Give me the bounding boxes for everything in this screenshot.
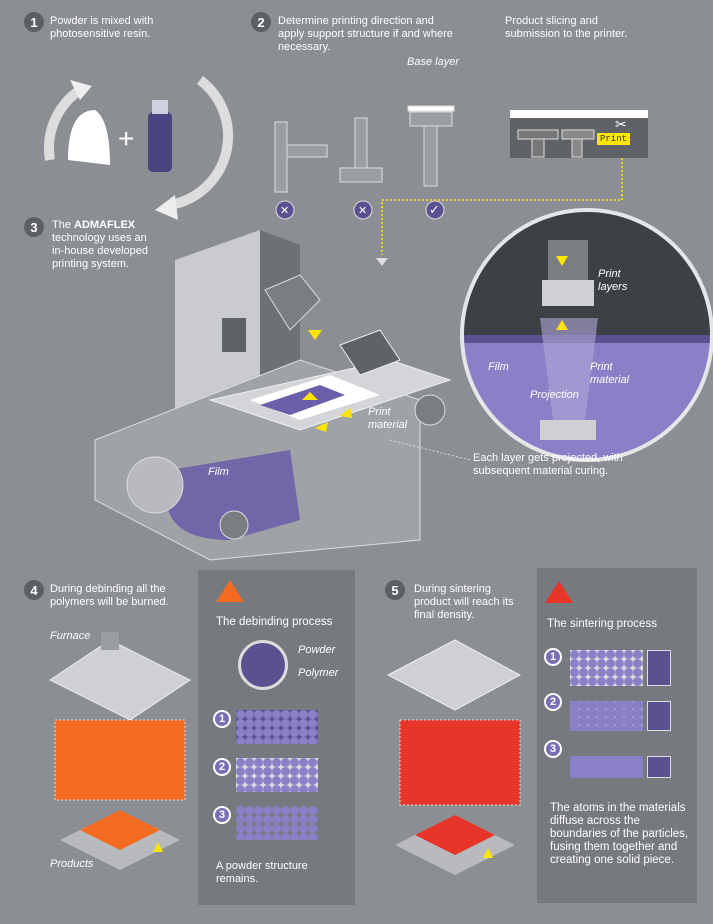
orientation-illustration: ✕ ✕ ✓ [274,105,455,220]
step-4-text: During debinding all the polymers will b… [50,583,169,608]
projection-label: Projection [530,389,579,401]
print-button[interactable]: Print [597,133,631,145]
sintering-panel: The sintering process 1 2 3 The atoms in… [537,568,697,903]
step-5-badge: 5 [385,580,405,600]
polymer-label: Polymer [298,667,339,679]
sintering-stage-3: 3 [544,740,562,758]
zoom-print-material-label: Print material [590,361,630,386]
sinter-grid-2 [570,701,643,731]
step-4-badge: 4 [24,580,44,600]
zoom-film-label: Film [488,361,509,373]
slicing-text: Product slicing and submission to the pr… [505,15,628,40]
film-label: Film [208,466,229,478]
particle-grid-2 [236,758,318,792]
powder-icon [68,110,110,165]
step-2-badge: 2 [251,12,271,32]
svg-text:✓: ✓ [429,202,440,217]
projection-zoom-view [460,208,713,462]
particle-grid-3 [236,806,318,840]
volume-bar-2 [647,701,671,731]
sintering-note: The atoms in the materials diffuse acros… [550,802,689,866]
furnace-label: Furnace [50,630,91,642]
printer-machine-illustration [94,230,452,561]
mixing-illustration: + [44,76,233,220]
step-1-badge: 1 [24,12,44,32]
sintering-furnace-illustration [386,639,522,875]
print-layers-label: Print layers [598,268,628,293]
scissors-icon: ✂ [615,116,627,132]
powder-label: Powder [298,644,336,656]
particle-grid-1 [236,710,318,744]
sinter-grid-1 [570,650,643,686]
volume-bar-1 [647,650,671,686]
products-label: Products [50,858,94,870]
debinding-stage-1: 1 [213,710,231,728]
base-layer-label: Base layer [407,56,459,68]
step-1-text: Powder is mixed with photosensitive resi… [50,15,154,40]
step-2-text: Determine printing direction and apply s… [278,15,453,53]
sinter-grid-3 [570,756,643,778]
debinding-furnace-illustration [49,632,191,870]
sintering-stage-2: 2 [544,693,562,711]
step-5-text: During sintering product will reach its … [414,583,514,621]
resin-bottle-icon [148,112,172,172]
sintering-title: The sintering process [547,618,657,630]
svg-text:+: + [118,123,134,154]
powder-polymer-diagram [238,640,288,690]
debinding-stage-3: 3 [213,806,231,824]
svg-text:✕: ✕ [358,205,367,217]
projection-note: Each layer gets projected, with subseque… [473,452,623,477]
debinding-note: A powder structure remains. [216,860,308,885]
step-3-badge: 3 [24,217,44,237]
debinding-panel: The debinding process Powder Polymer 1 2… [198,570,355,905]
step-3-text: The ADMAFLEX technology uses an in-house… [52,219,149,270]
debinding-stage-2: 2 [213,758,231,776]
heat-warning-icon [545,581,573,603]
volume-bar-3 [647,756,671,778]
debinding-title: The debinding process [216,616,333,628]
svg-text:✕: ✕ [280,205,289,217]
sintering-stage-1: 1 [544,648,562,666]
heat-warning-icon [216,580,244,602]
print-material-label: Print material [368,406,408,431]
